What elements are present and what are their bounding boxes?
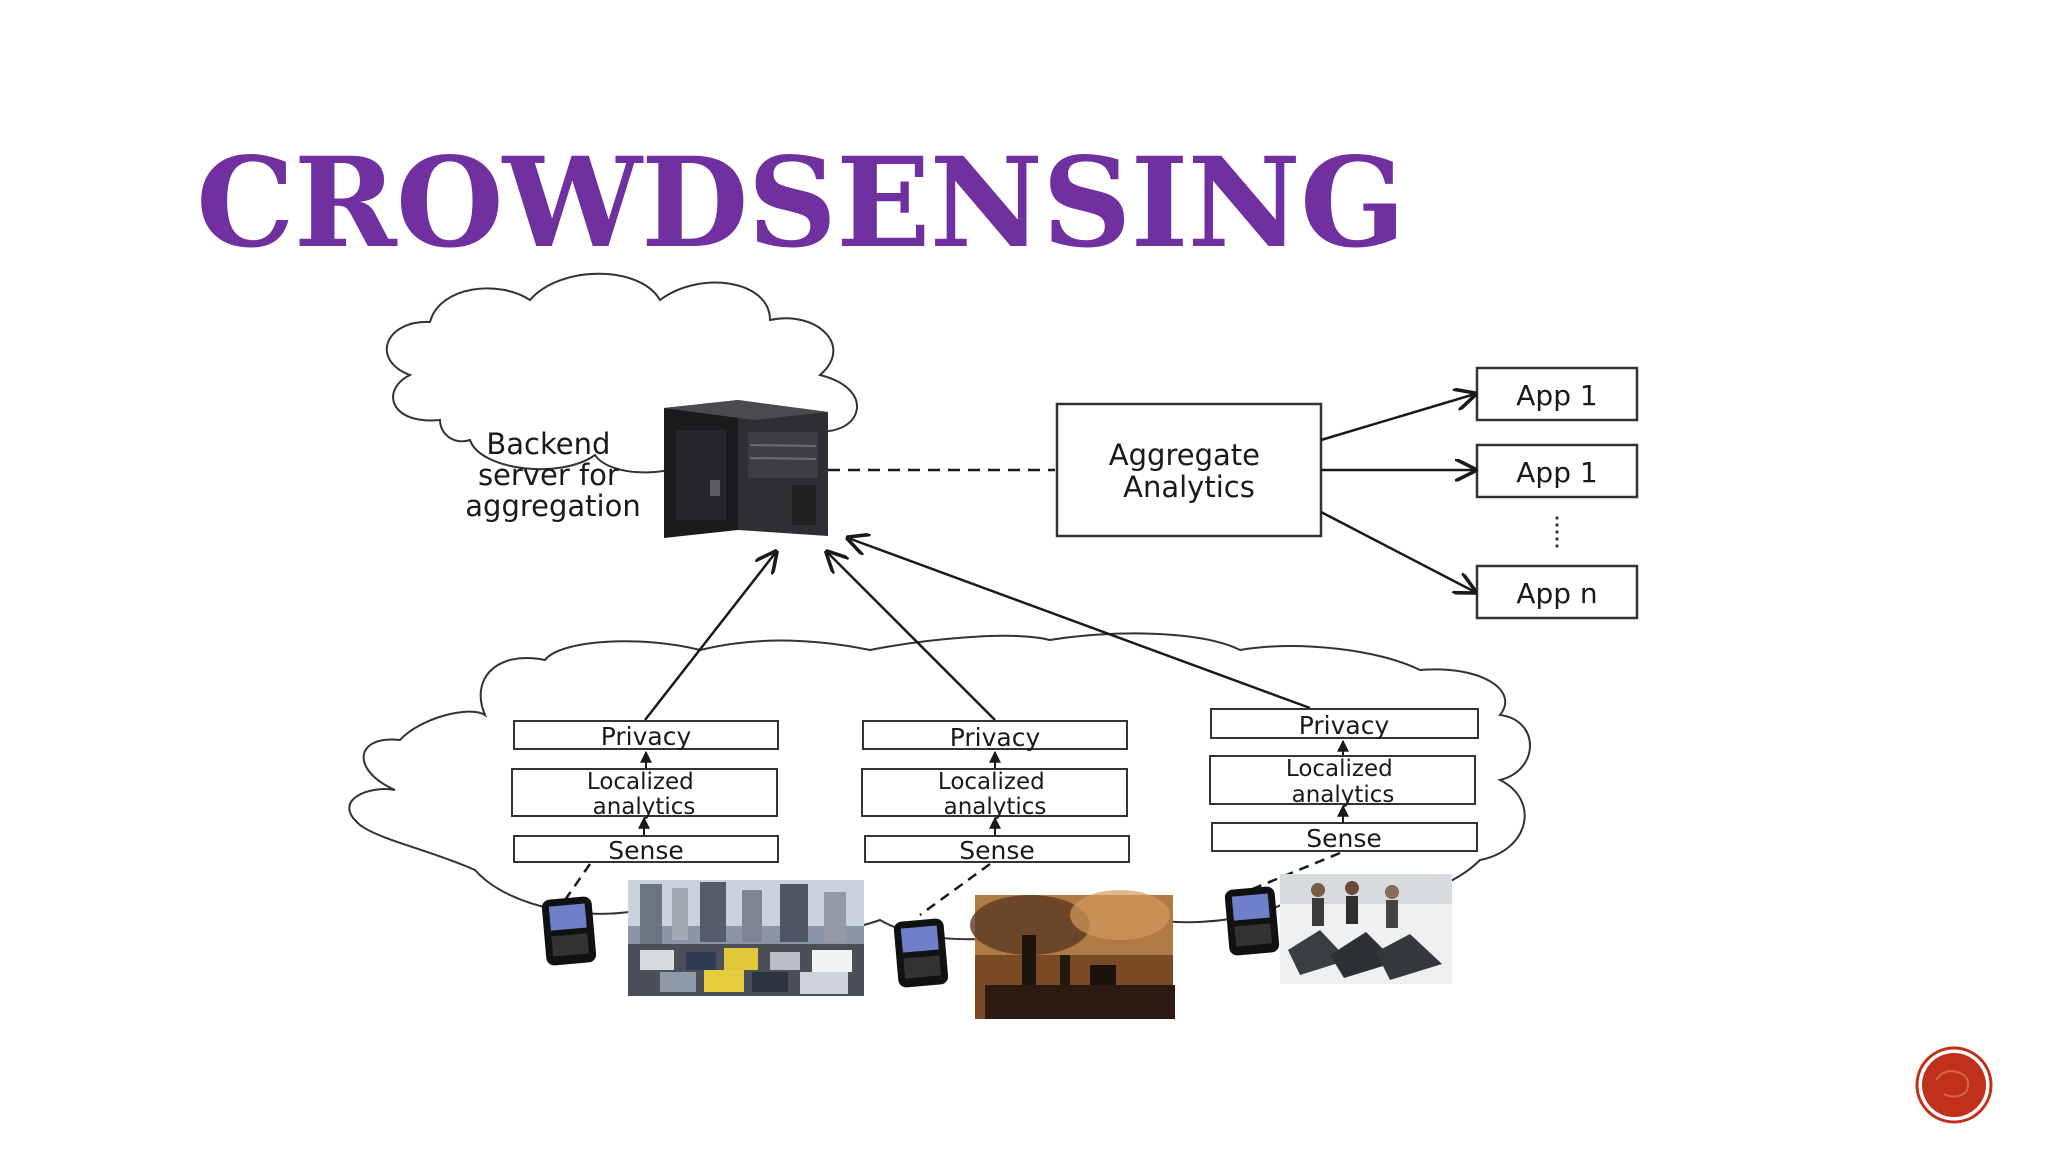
upload-arrow bbox=[848, 538, 1311, 710]
analytics-label: Localized analytics bbox=[938, 769, 1052, 820]
smartphone-icon bbox=[893, 918, 949, 988]
pollution-photo bbox=[970, 890, 1175, 1019]
analytics-box bbox=[511, 768, 778, 817]
pipeline-3: Privacy Localized analytics Sense bbox=[1209, 708, 1479, 853]
aggregate-to-app-arrow bbox=[1320, 510, 1475, 592]
sense-label: Sense bbox=[1306, 824, 1382, 853]
traffic-photo bbox=[628, 880, 864, 996]
privacy-box bbox=[1210, 708, 1479, 739]
app-label: App 1 bbox=[1516, 379, 1597, 412]
analytics-label: Localized analytics bbox=[587, 769, 701, 820]
aggregate-to-app-arrow bbox=[1320, 394, 1475, 442]
pipeline-2: Privacy Localized analytics Sense bbox=[861, 720, 1130, 865]
aggregate-analytics-label: Aggregate Analytics bbox=[1109, 438, 1269, 504]
backend-label: Backend server for aggregation bbox=[465, 427, 640, 523]
sense-box bbox=[513, 835, 779, 863]
server-tower-icon bbox=[664, 400, 828, 538]
sense-label: Sense bbox=[608, 836, 684, 865]
privacy-box bbox=[862, 720, 1128, 750]
sense-phone-link bbox=[563, 863, 592, 901]
privacy-label: Privacy bbox=[950, 723, 1041, 752]
vertical-ellipsis bbox=[1555, 516, 1559, 548]
analytics-box bbox=[1209, 755, 1476, 805]
sense-phone-link bbox=[919, 862, 991, 917]
sense-box bbox=[1211, 822, 1478, 852]
sense-box bbox=[864, 835, 1130, 863]
upload-arrow bbox=[644, 552, 776, 721]
upload-arrow bbox=[827, 552, 996, 721]
pipeline-1: Privacy Localized analytics Sense bbox=[511, 720, 779, 865]
sense-label: Sense bbox=[959, 836, 1035, 865]
slide-title: CROWDSENSING bbox=[196, 131, 1406, 276]
smartphone-icon bbox=[1224, 886, 1280, 956]
privacy-label: Privacy bbox=[601, 722, 692, 751]
app-box bbox=[1475, 366, 1639, 422]
app-label: App n bbox=[1516, 577, 1597, 610]
app-label: App 1 bbox=[1516, 456, 1597, 489]
privacy-box bbox=[513, 720, 779, 750]
app-box bbox=[1475, 564, 1639, 620]
privacy-label: Privacy bbox=[1299, 711, 1390, 740]
analytics-box bbox=[861, 768, 1128, 817]
smartphone-icon bbox=[541, 896, 597, 966]
aggregate-analytics-box bbox=[1055, 402, 1323, 538]
analytics-label: Localized analytics bbox=[1286, 756, 1400, 808]
nav-button-icon[interactable] bbox=[1915, 1046, 1993, 1124]
fitness-photo bbox=[1280, 874, 1452, 984]
